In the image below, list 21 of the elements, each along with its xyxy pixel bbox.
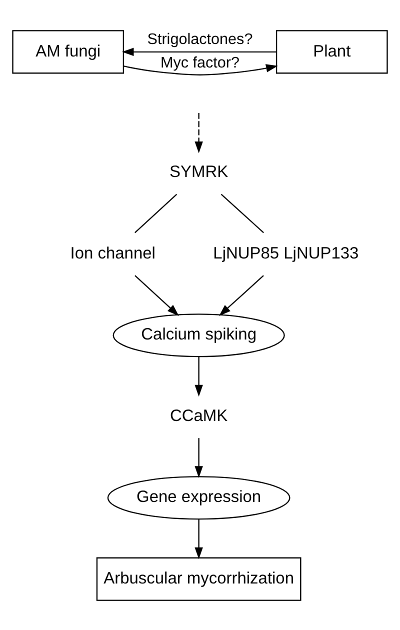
arrow: [122, 47, 276, 56]
node-ellipse: Calcium spiking: [112, 313, 285, 357]
node-ellipse: Gene expression: [107, 476, 290, 520]
arrow: [134, 274, 179, 316]
node-text: CCaMK: [170, 406, 228, 424]
arrow: [218, 274, 264, 316]
arrow: [194, 112, 203, 153]
connector: [134, 193, 178, 233]
node-text: SYMRK: [170, 162, 228, 181]
edge-label: Strigolactones?: [147, 30, 253, 48]
edge-label: Myc factor?: [160, 54, 240, 72]
node-text: Ion channel: [70, 244, 156, 262]
node-box: AM fungi: [12, 30, 124, 74]
arrow: [194, 438, 203, 478]
node-text: LjNUP85 LjNUP133: [213, 244, 359, 262]
node-box: Plant: [276, 30, 388, 74]
arrow: [194, 518, 203, 559]
arrow: [124, 64, 278, 75]
arrow: [194, 356, 203, 396]
node-box: Arbuscular mycorrhization: [96, 556, 302, 600]
connector: [220, 193, 264, 233]
